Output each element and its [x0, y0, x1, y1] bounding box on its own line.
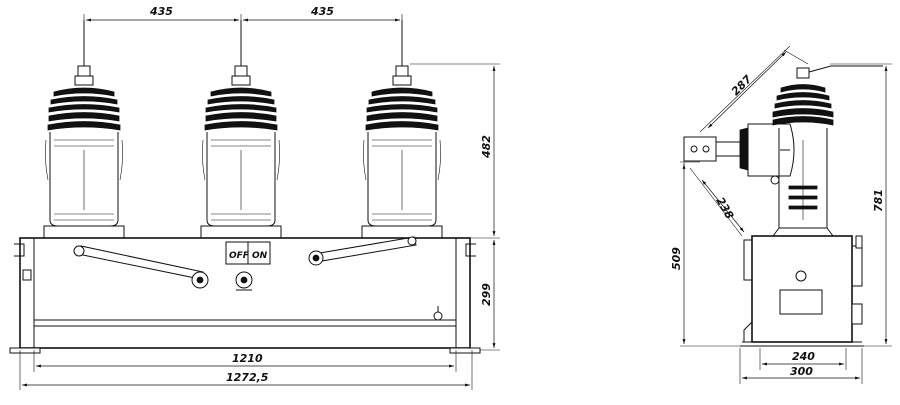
side-width-outer-label: 300 [790, 365, 813, 378]
pitch-left-label: 435 [149, 5, 173, 18]
pitch-dimension: 435 435 [83, 5, 403, 70]
off-on-switch[interactable]: OFF ON [225, 241, 271, 291]
width-outer-label: 1272,5 [226, 371, 269, 384]
off-label: OFF [229, 251, 250, 261]
diag-top-label: 287 [729, 72, 755, 98]
side-height-dims: 509 781 [670, 63, 892, 347]
pitch-right-label: 435 [310, 5, 334, 18]
side-width-dims: 240 300 [739, 348, 863, 384]
height-lower-label: 509 [670, 247, 683, 270]
width-dimensions: 1210 1272,5 [19, 350, 473, 390]
pole-center [200, 20, 282, 239]
side-width-inner-label: 240 [792, 350, 815, 363]
pole-right [361, 20, 443, 239]
height-pole-label: 482 [480, 135, 493, 159]
height-base-label: 299 [480, 283, 493, 306]
side-pole [772, 65, 883, 237]
base-frame [9, 237, 481, 354]
side-view: 287 238 509 781 240 300 [670, 45, 892, 384]
pole-left [43, 20, 125, 239]
side-bushing [683, 123, 795, 185]
front-view: 435 435 [9, 5, 500, 390]
height-dimensions: 482 299 [410, 63, 500, 351]
height-total-label: 781 [872, 189, 885, 212]
on-label: ON [252, 251, 268, 261]
operating-linkage [73, 236, 417, 289]
side-cabinet [740, 235, 864, 347]
width-inner-label: 1210 [232, 352, 263, 365]
